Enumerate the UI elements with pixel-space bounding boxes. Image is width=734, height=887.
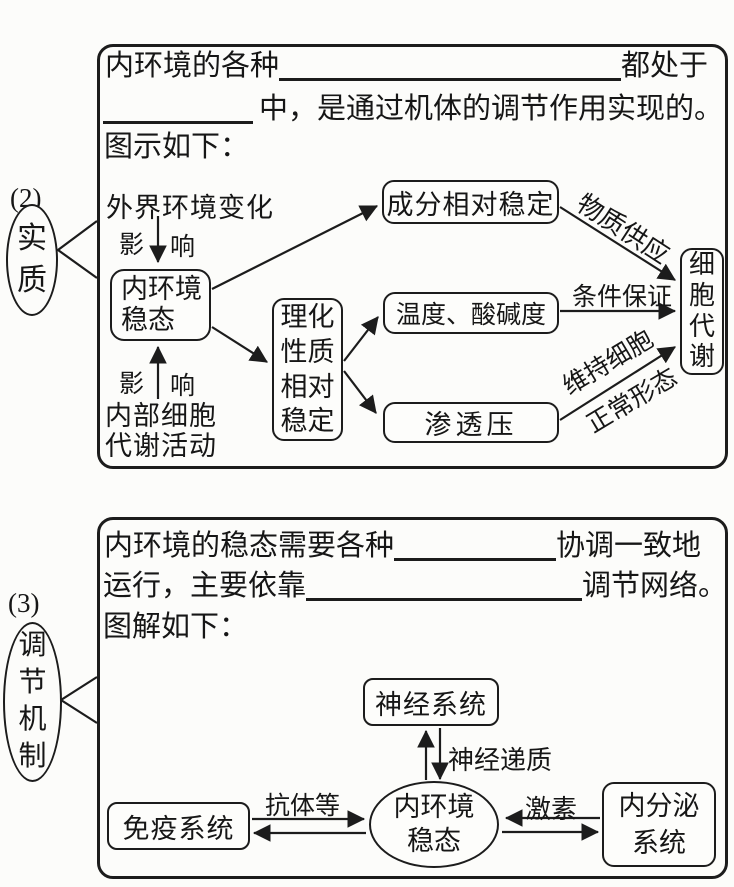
- arrow-label-neurotransmitter: 神经递质: [448, 746, 553, 775]
- section3-number: (3): [8, 588, 40, 618]
- fill-blank: [103, 95, 253, 124]
- homeostasis-line1: 内环境: [121, 273, 202, 304]
- section2-side-oval: 实质: [6, 204, 58, 316]
- affect-label-right: 响: [170, 234, 196, 261]
- section3-text-line3: 图解如下：: [103, 611, 249, 643]
- arrow-composition-to-cellmeta: [559, 206, 676, 281]
- arrow-homeostasis-to-physchem: [211, 326, 268, 363]
- homeostasis-line2: 稳态: [121, 305, 175, 335]
- affect-label-right: 响: [170, 373, 196, 400]
- fill-blank: [306, 572, 583, 601]
- node-endocrine-system: 内分泌 系统: [602, 782, 716, 867]
- section3-text-line2: 运行，主要依靠 调节网络。: [103, 569, 727, 603]
- endocrine-line2: 系统: [632, 827, 686, 858]
- arrow-label-condition: 条件保证: [572, 284, 673, 311]
- brace-section2: [56, 220, 98, 279]
- node-nervous-system: 神经系统: [363, 678, 499, 726]
- node-temp-ph: 温度、酸碱度: [383, 292, 559, 334]
- node-homeostasis: 内环境 稳态: [110, 269, 211, 341]
- section3-line2-post: 调节网络。: [582, 570, 728, 602]
- section3-text-line1: 内环境的稳态需要各种 协调一致地: [104, 529, 701, 563]
- node-immune-system: 免疫系统: [107, 802, 250, 850]
- section3-line2-pre: 运行，主要依靠: [103, 570, 307, 602]
- homeostasis-line1: 内环境: [393, 791, 475, 822]
- internal-line2: 代谢活动: [105, 431, 217, 462]
- section2-line1-post: 都处于: [621, 50, 709, 82]
- node-internal-metabolism: 内部细胞 代谢活动: [105, 401, 217, 461]
- node-cell-metabolism: 细胞代谢: [680, 248, 724, 375]
- section3-panel: [97, 517, 728, 879]
- section3-side-label: 调节机制: [18, 630, 47, 772]
- arrow-homeostasis-to-composition: [211, 205, 378, 290]
- node-external-change: 外界环境变化: [106, 193, 274, 223]
- fill-blank: [279, 52, 622, 81]
- arrow-physchem-to-osmotic: [343, 370, 377, 414]
- section3-side-oval: 调节机制: [3, 622, 62, 782]
- node-homeostasis-ellipse: 内环境 稳态: [369, 781, 499, 868]
- affect-label-left: 影: [119, 232, 145, 259]
- section2-line2-post: 中，是通过机体的调节作用实现的。: [259, 93, 724, 125]
- node-composition: 成分相对稳定: [382, 180, 559, 224]
- affect-label-left: 影: [119, 371, 145, 398]
- section2-line1-pre: 内环境的各种: [105, 50, 280, 82]
- section3-line1-post: 协调一致地: [556, 530, 702, 562]
- section2-text-line1: 内环境的各种 都处于: [105, 49, 708, 83]
- arrow-label-antibody: 抗体等: [265, 793, 341, 820]
- node-physchem: 理化性质相对稳定: [272, 298, 343, 441]
- fill-blank: [394, 532, 557, 561]
- endocrine-line1: 内分泌: [618, 791, 700, 822]
- section3-line1-pre: 内环境的稳态需要各种: [104, 530, 395, 562]
- section2-panel: [97, 44, 728, 469]
- homeostasis-line2: 稳态: [407, 825, 461, 856]
- arrow-physchem-to-tempph: [343, 316, 379, 362]
- section2-text-line2: 中，是通过机体的调节作用实现的。: [103, 92, 723, 126]
- section2-side-label: 实质: [17, 222, 47, 297]
- node-osmotic: 渗透压: [383, 402, 559, 443]
- arrow-osmotic-to-cellmeta: [559, 346, 676, 421]
- section2-text-line3: 图示如下：: [104, 131, 250, 163]
- brace-section3: [58, 676, 98, 724]
- arrow-label-hormone: 激素: [525, 795, 578, 824]
- internal-line1: 内部细胞: [105, 401, 217, 431]
